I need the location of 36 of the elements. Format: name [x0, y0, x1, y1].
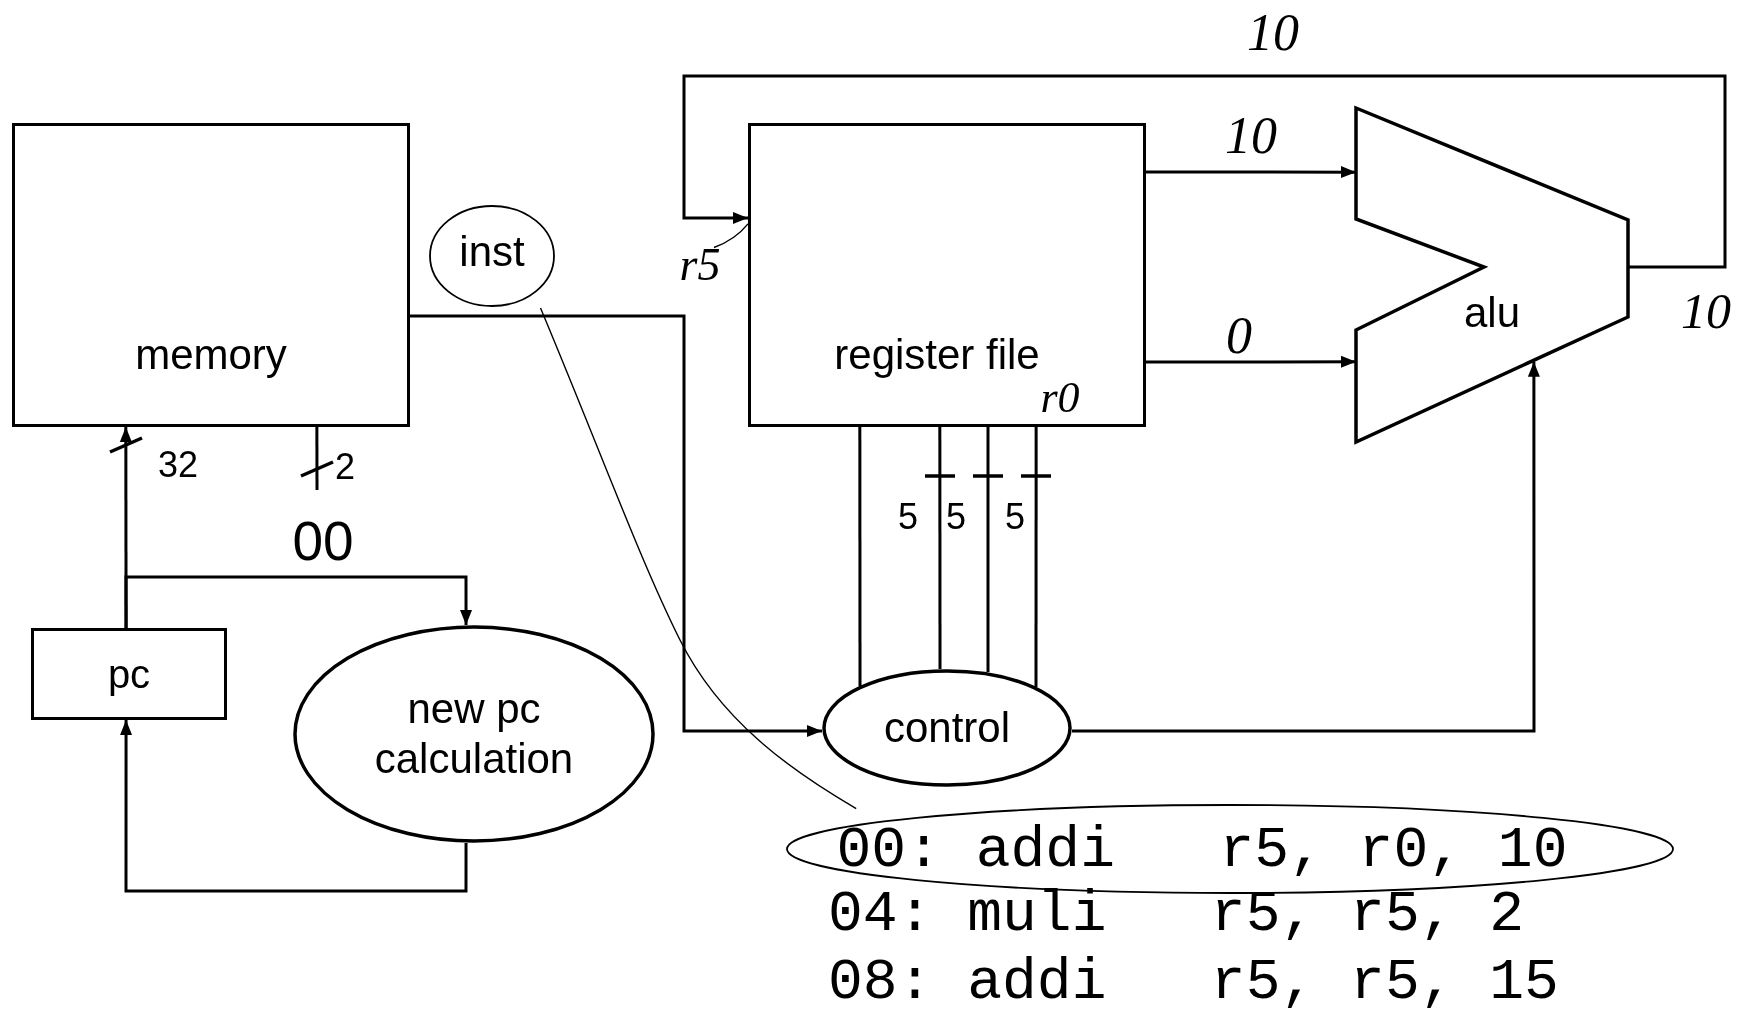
leader-line [713, 223, 749, 249]
node-label: control [883, 702, 1011, 753]
block-box [748, 123, 1146, 427]
node-label: pc [107, 651, 151, 698]
bus-width-label: 5 [1005, 499, 1025, 535]
connector-arrow [1146, 355, 1356, 368]
node-label: new pc calculation [373, 683, 575, 784]
block-box [12, 123, 410, 427]
connector-arrow [410, 314, 822, 737]
process-ellipse [293, 625, 655, 843]
circled-text [428, 204, 556, 308]
block-box [31, 628, 227, 720]
alu-shape [1356, 108, 1628, 442]
bus-width-label: 00 [292, 513, 354, 569]
bus-width-label: 2 [335, 449, 355, 485]
connector-arrow [1146, 166, 1356, 179]
bus-width-label: 32 [158, 447, 198, 483]
node-label: alu [1463, 287, 1521, 338]
handwritten-label: r0 [1040, 376, 1080, 420]
connector-arrow [1072, 361, 1540, 733]
node-label: inst [459, 226, 525, 277]
leader-line [539, 307, 857, 810]
connector-arrow [120, 720, 468, 893]
bus-width-label: 5 [946, 499, 966, 535]
connector-arrow [124, 575, 472, 628]
bus-width-label: 5 [898, 499, 918, 535]
node-label: memory [135, 329, 287, 380]
connector-arrow [682, 74, 1727, 269]
node-label: register file [834, 329, 1040, 380]
edge-label: 10 [1247, 7, 1299, 59]
handwritten-label: r5 [679, 238, 721, 293]
edge-label: 10 [1225, 110, 1277, 162]
process-ellipse [822, 669, 1072, 787]
edge-label: 0 [1226, 310, 1252, 362]
code-line: 08: addi r5, r5, 15 [828, 949, 1559, 1017]
handwritten-label: 10 [1681, 286, 1731, 336]
